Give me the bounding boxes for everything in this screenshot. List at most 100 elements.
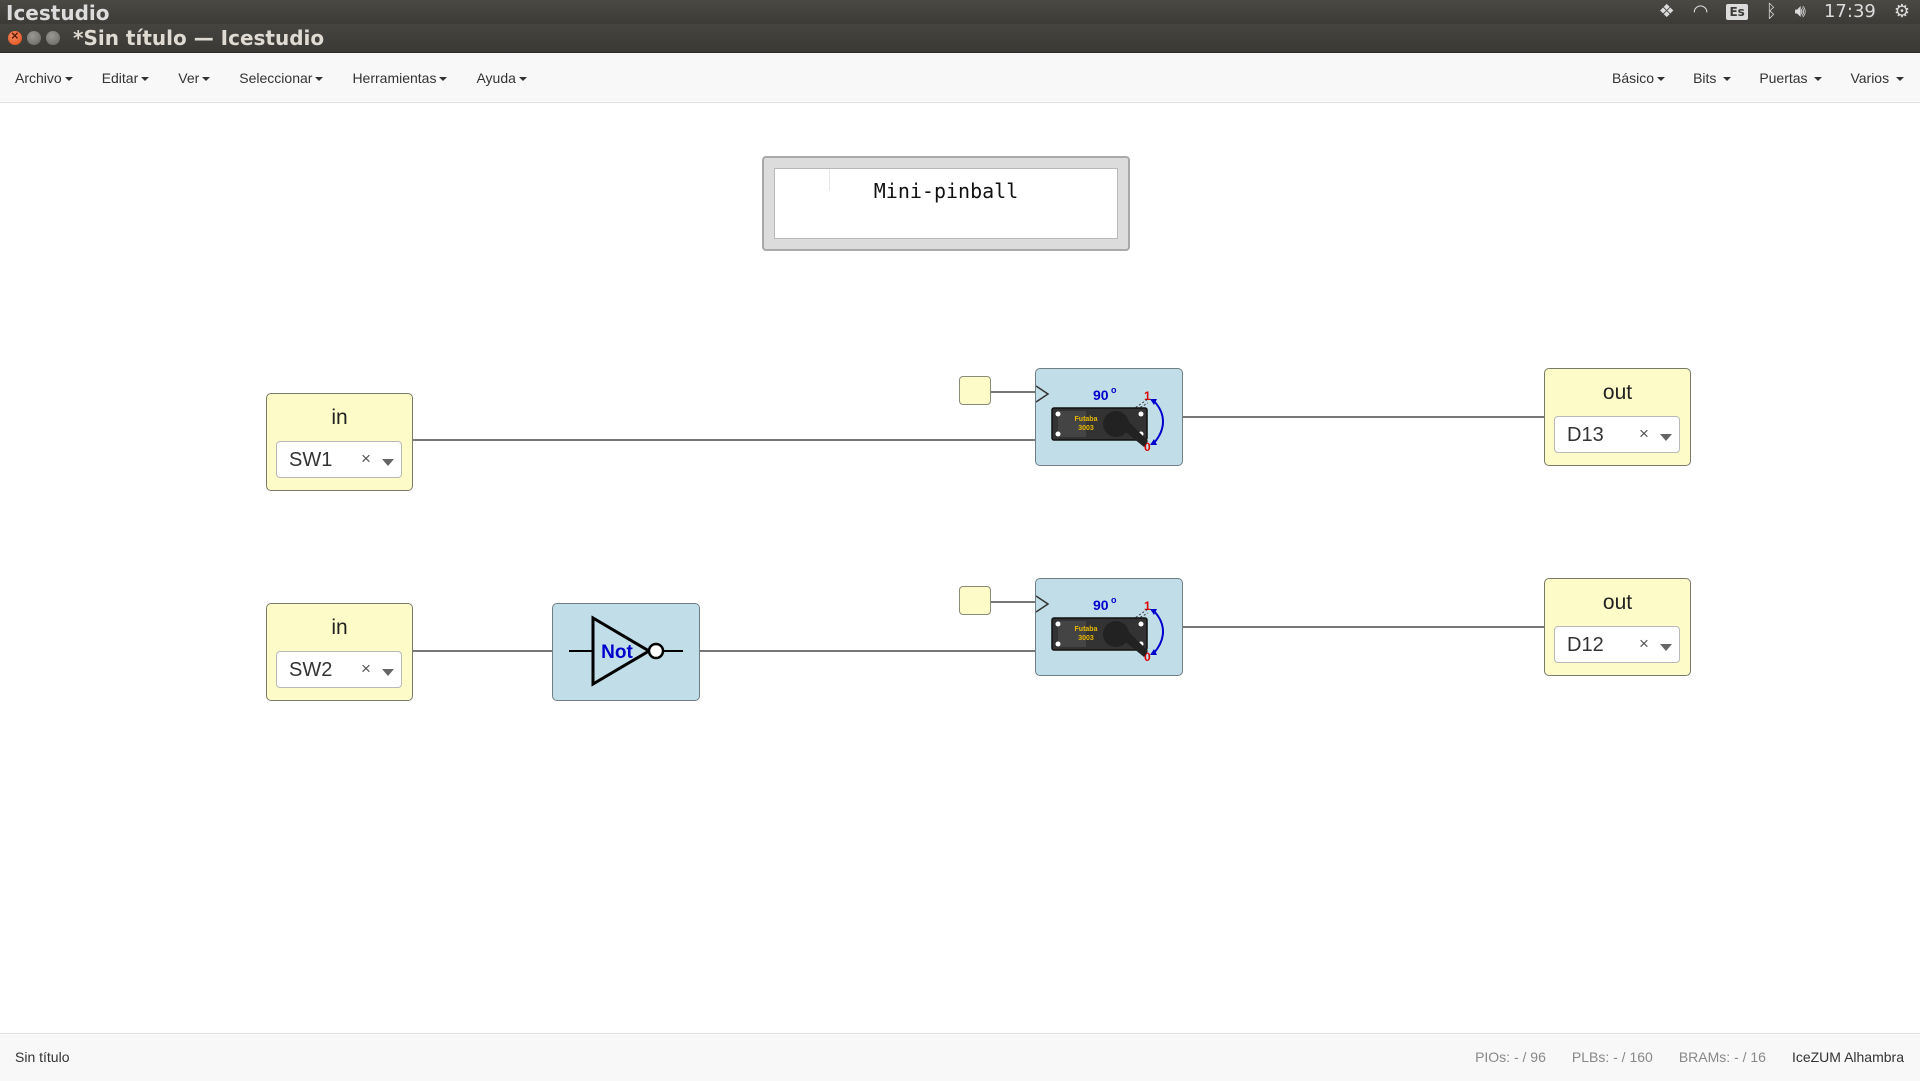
clear-icon[interactable]: × [361, 659, 371, 678]
caret-down-icon [439, 76, 448, 81]
servo-angle-label: 90 [1093, 387, 1109, 403]
pin-select-d13[interactable]: D13 × [1554, 416, 1680, 453]
servo-brand: Futaba [1075, 416, 1098, 423]
wires-layer [412, 391, 1544, 652]
clock[interactable]: 17:39 [1823, 1, 1876, 22]
svg-text:o: o [1111, 385, 1117, 395]
output-label: out [1602, 381, 1633, 404]
menu-ver[interactable]: Ver [178, 69, 211, 86]
resource-usage: PIOs: - / 96 PLBs: - / 160 BRAMs: - / 16… [1475, 1049, 1904, 1065]
pin-select-value: D12 [1567, 634, 1604, 656]
menu-varios[interactable]: Varios [1850, 70, 1904, 86]
menu-herramientas-label: Herramientas [352, 69, 437, 86]
menu-archivo-label: Archivo [15, 69, 62, 86]
pin-select-value: SW1 [289, 449, 333, 471]
plbs-usage: PLBs: - / 160 [1571, 1049, 1653, 1065]
window-title: *Sin título — Icestudio [73, 26, 325, 50]
menu-seleccionar[interactable]: Seleccionar [239, 69, 324, 86]
servo-block-1[interactable]: 90 o 1 0 Futaba 3003 [1035, 368, 1183, 466]
chevron-down-icon[interactable] [382, 669, 394, 676]
chevron-down-icon[interactable] [1660, 434, 1672, 441]
menu-ayuda[interactable]: Ayuda [476, 70, 527, 86]
caret-down-icon [1657, 76, 1666, 81]
caret-down-icon [1814, 76, 1823, 81]
servo-model: 3003 [1078, 635, 1094, 642]
not-gate-label: Not [601, 642, 633, 663]
input-label: in [331, 406, 348, 429]
not-gate-block[interactable]: Not [552, 603, 700, 701]
bluetooth-icon[interactable]: ᛒ [1765, 1, 1777, 22]
caret-down-icon [315, 76, 324, 81]
comment-text[interactable]: Mini-pinball [873, 179, 1019, 203]
servo-brand: Futaba [1075, 626, 1098, 633]
pin-select-value: D13 [1567, 424, 1604, 446]
input-block-sw1[interactable]: in SW1 × [266, 393, 413, 491]
caret-down-icon [1896, 76, 1904, 81]
caret-down-icon [518, 76, 527, 81]
servo-mark-low: 0 [1144, 440, 1151, 454]
system-tray: ❖ ◠ Es ᛒ 🔊︎ 17:39 ⚙ [1659, 0, 1910, 24]
pin-select-d12[interactable]: D12 × [1554, 626, 1680, 663]
comment-block[interactable]: Mini-pinball [762, 156, 1130, 251]
caret-down-icon [64, 76, 73, 81]
comment-gutter [829, 169, 830, 191]
wifi-icon[interactable]: ◠ [1692, 1, 1709, 22]
collections-menu: Básico Bits Puertas Varios [1612, 53, 1904, 102]
menu-herramientas[interactable]: Herramientas [352, 69, 448, 86]
main-menu: Archivo Editar Ver Seleccionar Herramien… [15, 53, 527, 102]
pin-select-sw2[interactable]: SW2 × [276, 651, 402, 688]
system-app-name: Icestudio [6, 1, 110, 25]
clear-icon[interactable]: × [1639, 634, 1649, 653]
brams-usage: BRAMs: - / 16 [1678, 1049, 1766, 1065]
menu-editar[interactable]: Editar [102, 70, 150, 86]
board-name[interactable]: IceZUM Alhambra [1791, 1049, 1904, 1065]
clear-icon[interactable]: × [1639, 424, 1649, 443]
pin-select-value: SW2 [289, 659, 333, 681]
keyboard-layout-indicator[interactable]: Es [1726, 4, 1748, 20]
maximize-window-button[interactable] [46, 31, 60, 45]
menu-puertas-label: Puertas [1759, 69, 1808, 86]
servo-icon: 90 o 1 0 Futaba 3003 [1035, 595, 1164, 664]
system-top-bar: Icestudio ❖ ◠ Es ᛒ 🔊︎ 17:39 ⚙ [0, 0, 1920, 25]
pios-usage: PIOs: - / 96 [1475, 1049, 1546, 1065]
menu-editar-label: Editar [101, 69, 139, 86]
servo-block-2[interactable]: 90 o 1 0 Futaba 3003 [1035, 578, 1183, 676]
menu-ver-label: Ver [178, 69, 200, 86]
dropbox-icon[interactable]: ❖ [1658, 1, 1675, 22]
input-block-sw2[interactable]: in SW2 × [266, 603, 413, 701]
menu-basico-label: Básico [1612, 69, 1655, 86]
gear-icon[interactable]: ⚙ [1893, 1, 1910, 22]
not-gate-icon: Not [569, 615, 683, 687]
project-name: Sin título [15, 1049, 70, 1065]
menu-bits[interactable]: Bits [1693, 69, 1732, 86]
close-window-button[interactable] [8, 28, 22, 45]
comment-editor[interactable]: Mini-pinball [774, 168, 1118, 239]
clear-icon[interactable]: × [361, 449, 371, 468]
menu-varios-label: Varios [1850, 69, 1890, 86]
constant-block-1[interactable] [959, 376, 991, 405]
volume-icon[interactable]: 🔊︎ [1794, 1, 1806, 22]
servo-mark-high: 1 [1144, 389, 1151, 403]
menu-archivo[interactable]: Archivo [15, 70, 73, 86]
menu-bits-label: Bits [1693, 69, 1717, 86]
constant-block-2[interactable] [959, 586, 991, 615]
menu-puertas[interactable]: Puertas [1759, 69, 1823, 86]
window-title-bar: *Sin título — Icestudio [0, 24, 1920, 53]
chevron-down-icon[interactable] [1660, 644, 1672, 651]
output-block-d13[interactable]: out D13 × [1544, 368, 1691, 466]
menu-basico[interactable]: Básico [1612, 69, 1666, 86]
pin-select-sw1[interactable]: SW1 × [276, 441, 402, 478]
servo-angle-label: 90 [1093, 597, 1109, 613]
caret-down-icon [202, 76, 211, 81]
status-bar: Sin título PIOs: - / 96 PLBs: - / 160 BR… [0, 1033, 1920, 1081]
output-label: out [1602, 591, 1633, 614]
minimize-window-button[interactable] [27, 31, 41, 45]
output-block-d12[interactable]: out D12 × [1544, 578, 1691, 676]
servo-mark-high: 1 [1144, 599, 1151, 613]
chevron-down-icon[interactable] [382, 459, 394, 466]
caret-down-icon [1723, 76, 1732, 81]
design-canvas[interactable]: Mini-pinball in SW1 × in SW2 × out D13 ×… [0, 103, 1920, 1033]
svg-text:o: o [1111, 595, 1117, 605]
menu-seleccionar-label: Seleccionar [239, 69, 313, 86]
input-label: in [331, 616, 348, 639]
